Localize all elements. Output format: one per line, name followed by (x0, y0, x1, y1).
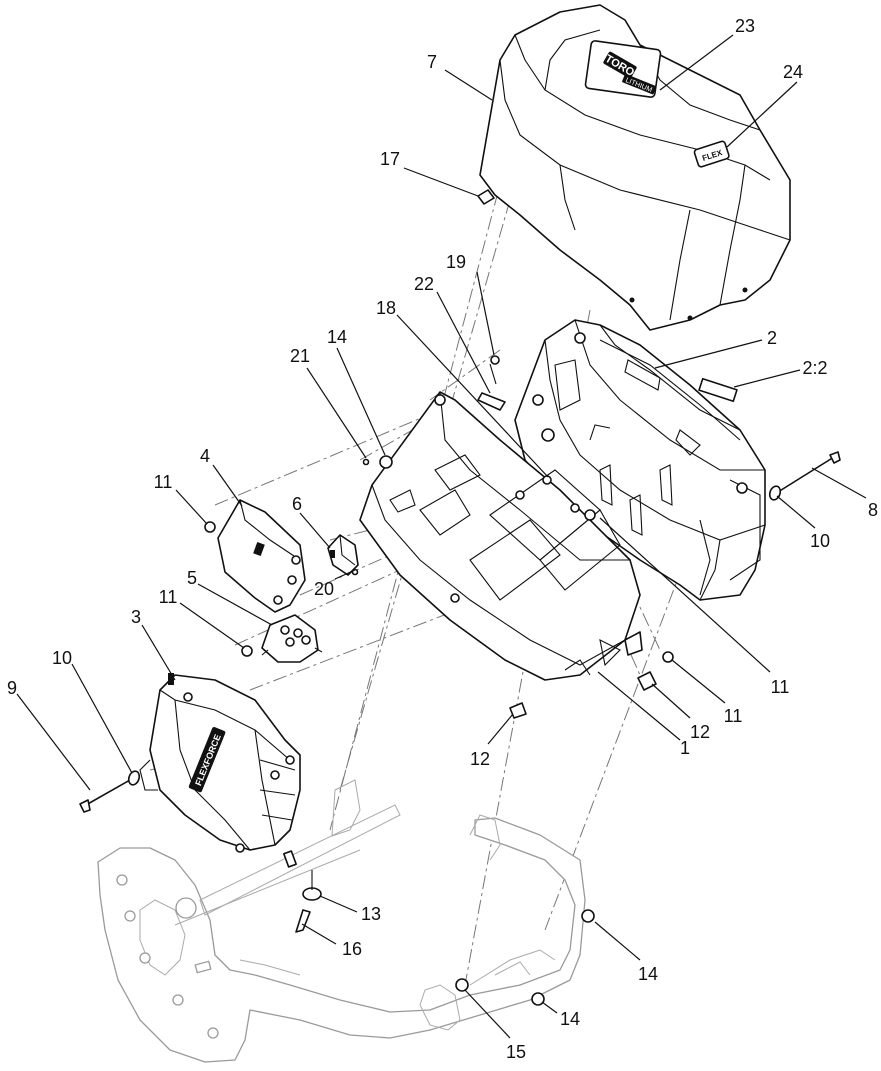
callout-19: 19 (446, 252, 466, 272)
callout-7: 7 (427, 52, 437, 72)
callout-1: 1 (680, 738, 690, 758)
callout-6: 6 (292, 494, 302, 514)
callout-21: 21 (290, 346, 310, 366)
mower-frame-ghost (97, 779, 586, 1063)
callout-22: 22 (414, 274, 434, 294)
callout-3: 3 (131, 607, 141, 627)
callout-9: 9 (7, 678, 17, 698)
relay (261, 614, 323, 663)
decal-2-2 (698, 377, 738, 403)
callout-15: 15 (506, 1042, 526, 1062)
connector (327, 534, 359, 576)
callout-17: 17 (380, 149, 400, 169)
callout-20: 20 (314, 579, 334, 599)
callout-2-2: 2:2 (802, 358, 827, 378)
callout-14-right: 14 (638, 964, 658, 984)
callout-4: 4 (200, 446, 210, 466)
callout-14-lower: 14 (560, 1009, 580, 1029)
callout-5: 5 (187, 568, 197, 588)
electronics-module (217, 499, 306, 613)
callout-13: 13 (361, 904, 381, 924)
motor-controller: FLEXFORCE (139, 673, 301, 853)
callout-11-b: 11 (159, 587, 178, 607)
callout-12-lower: 12 (470, 749, 490, 769)
leader-lines (16, 34, 867, 1039)
fasteners (79, 189, 841, 1006)
callout-8: 8 (868, 500, 878, 520)
callout-18: 18 (376, 298, 396, 318)
callout-10-left: 10 (52, 648, 72, 668)
callout-24: 24 (783, 62, 803, 82)
callout-11-c: 11 (771, 677, 790, 697)
callout-23: 23 (735, 16, 755, 36)
callouts: 7 23 24 17 19 22 18 14 21 2 2:2 4 11 6 2… (7, 16, 878, 1062)
callout-12-upper: 12 (690, 722, 710, 742)
callout-16: 16 (342, 939, 362, 959)
callout-14-upper: 14 (327, 327, 347, 347)
callout-2: 2 (767, 328, 777, 348)
battery-mount-plate (359, 391, 643, 681)
callout-11-d: 11 (724, 706, 743, 726)
callout-10-right: 10 (810, 531, 830, 551)
battery-cover: TORO LITHIUM FLEX (479, 4, 791, 331)
callout-11-a: 11 (154, 472, 173, 492)
